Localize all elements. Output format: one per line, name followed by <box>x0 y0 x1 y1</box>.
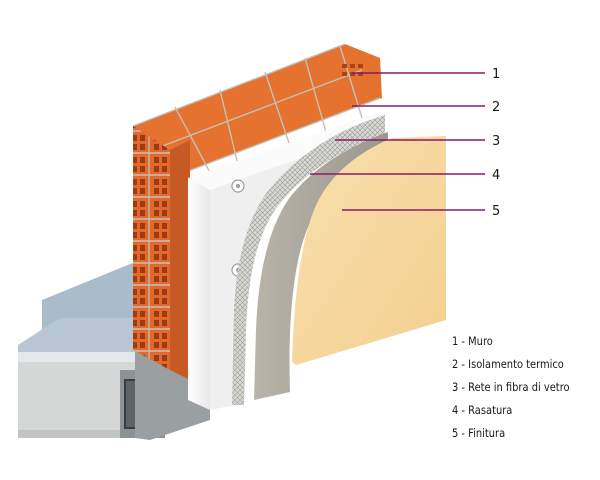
callout-number-4: 4 <box>492 168 500 183</box>
plaster-layer <box>254 132 388 400</box>
dowel-icon <box>231 179 245 193</box>
callout-1: 1 <box>352 67 500 82</box>
callout-3: 3 <box>335 134 500 149</box>
legend-item-4: 4 - Rasatura <box>452 403 513 417</box>
legend-item-3: 3 - Rete in fibra di vetro <box>452 380 570 394</box>
callout-number-3: 3 <box>492 134 500 149</box>
callout-4: 4 <box>310 168 500 183</box>
callout-number-5: 5 <box>492 204 500 219</box>
legend: 1 - Muro 2 - Isolamento termico 3 - Rete… <box>452 330 592 445</box>
legend-item-2: 2 - Isolamento termico <box>452 357 564 371</box>
legend-item-5: 5 - Finitura <box>452 426 506 440</box>
mesh-layer <box>232 115 385 405</box>
finish-layer <box>292 136 446 365</box>
callout-number-1: 1 <box>492 67 500 82</box>
callout-number-2: 2 <box>492 100 500 115</box>
brick-wall-front <box>133 126 190 380</box>
callout-5: 5 <box>342 204 500 219</box>
callout-2: 2 <box>352 100 500 115</box>
legend-item-1: 1 - Muro <box>452 334 493 348</box>
